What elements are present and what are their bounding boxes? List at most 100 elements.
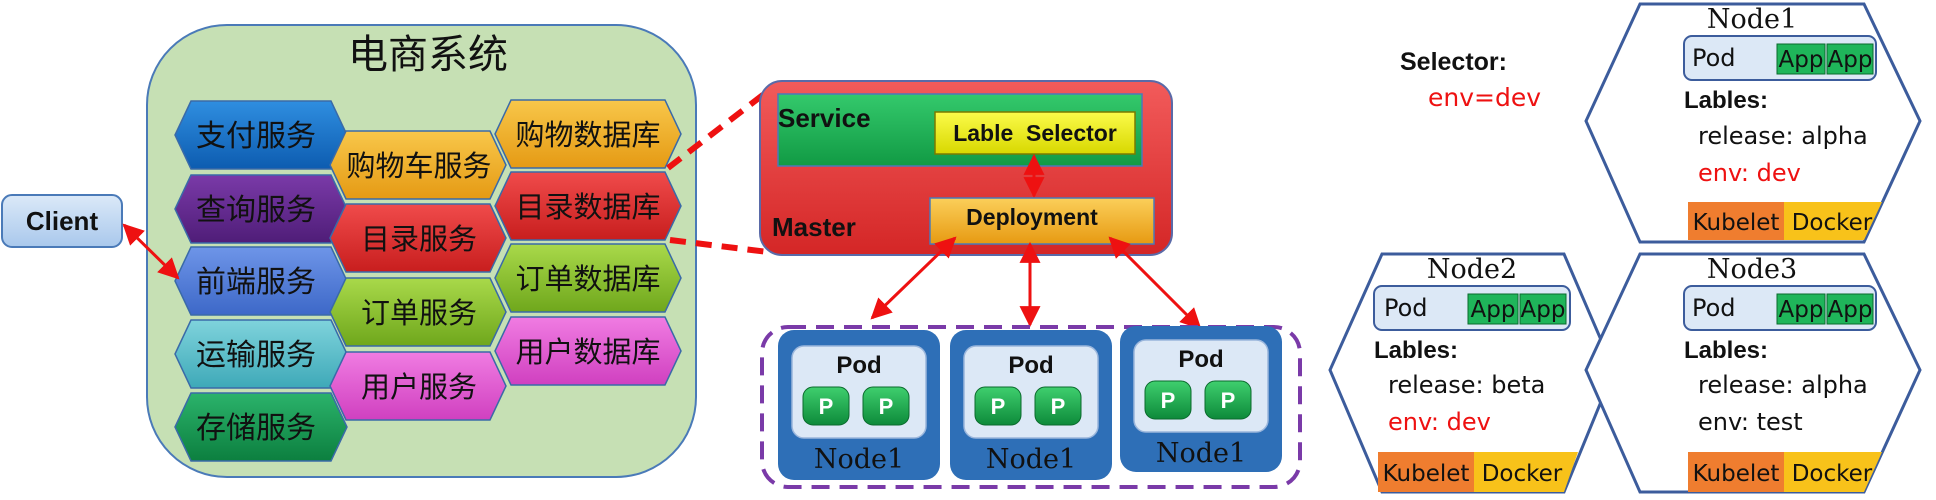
app-chip bbox=[1776, 43, 1826, 75]
service-label: 存储服务 bbox=[196, 411, 316, 446]
database-hex-order: 订单数据库 bbox=[494, 243, 682, 313]
env-label: env: dev bbox=[1388, 408, 1491, 436]
env-label: env: test bbox=[1698, 408, 1803, 436]
node-label: Node1 bbox=[1156, 438, 1246, 469]
app-chip-label: App bbox=[1828, 47, 1873, 73]
cluster-node-1: Pod P P Node1 bbox=[778, 330, 940, 480]
pod-label: Pod bbox=[1692, 294, 1736, 322]
p-chip bbox=[1144, 380, 1192, 420]
kubelet-box bbox=[1378, 452, 1474, 492]
database-label: 订单数据库 bbox=[515, 262, 660, 296]
kubelet-label: Kubelet bbox=[1383, 461, 1470, 487]
cluster-node-2: Pod P P Node1 bbox=[950, 330, 1112, 480]
deployment-label: Deployment bbox=[966, 204, 1098, 230]
docker-label: Docker bbox=[1792, 210, 1873, 236]
release-label: release: alpha bbox=[1698, 371, 1868, 399]
pod-label: Pod bbox=[836, 352, 881, 379]
kubelet-label: Kubelet bbox=[1693, 461, 1780, 487]
client-box bbox=[1, 194, 123, 248]
service-label: 购物车服务 bbox=[346, 149, 491, 183]
zoom-line-bottom bbox=[669, 237, 769, 255]
p-chip bbox=[802, 386, 850, 426]
label-selector-label: Lable Selector bbox=[953, 120, 1117, 146]
hex-node-title: Node3 bbox=[1707, 254, 1797, 285]
app-chip-label: App bbox=[1828, 297, 1873, 323]
env-label: env: dev bbox=[1698, 159, 1801, 187]
database-label: 用户数据库 bbox=[515, 335, 660, 369]
service-hex-catalog: 目录服务 bbox=[329, 203, 507, 273]
p-chip bbox=[974, 386, 1022, 426]
service-hex-storage: 存储服务 bbox=[174, 392, 348, 462]
service-label: 前端服务 bbox=[196, 265, 316, 300]
p-chip-label: P bbox=[991, 394, 1006, 419]
pod-label: Pod bbox=[1008, 352, 1053, 379]
release-label: release: alpha bbox=[1698, 122, 1868, 150]
hex-node-title: Node2 bbox=[1427, 254, 1517, 285]
docker-box bbox=[1474, 452, 1578, 492]
service-label: 运输服务 bbox=[196, 338, 316, 373]
database-hex-catalog: 目录数据库 bbox=[494, 171, 682, 241]
service-hex-pay: 支付服务 bbox=[174, 100, 348, 170]
database-hex-shopping: 购物数据库 bbox=[494, 99, 682, 169]
deployment-box bbox=[929, 197, 1155, 245]
p-chip bbox=[1034, 386, 1082, 426]
service-hex-cart: 购物车服务 bbox=[329, 130, 507, 200]
docker-label: Docker bbox=[1792, 461, 1873, 487]
service-hex-user: 用户服务 bbox=[329, 351, 507, 421]
hex-node-1: Node1 Pod App App Lables: release: alpha… bbox=[1584, 2, 1922, 244]
p-chip-label: P bbox=[1051, 394, 1066, 419]
app-chip-label: App bbox=[1521, 297, 1566, 323]
docker-box bbox=[1784, 452, 1882, 492]
ecommerce-title: 电商系统 bbox=[348, 32, 508, 78]
service-label: 查询服务 bbox=[196, 193, 316, 228]
deploy-arrow-node-a bbox=[870, 236, 957, 320]
selector-value: env=dev bbox=[1428, 83, 1541, 112]
kubelet-label: Kubelet bbox=[1693, 210, 1780, 236]
hex-node-3: Node3 Pod App App Lables: release: alpha… bbox=[1584, 252, 1922, 494]
app-chip bbox=[1826, 43, 1874, 75]
service-label: 用户服务 bbox=[361, 370, 477, 404]
hex-node-2: Node2 Pod App App Lables: release: beta … bbox=[1328, 252, 1616, 494]
docker-label: Docker bbox=[1482, 461, 1563, 487]
app-chip-label: App bbox=[1471, 297, 1516, 323]
service-hex-order: 订单服务 bbox=[329, 277, 507, 347]
node-label: Node1 bbox=[986, 444, 1076, 475]
service-label: 目录服务 bbox=[361, 222, 477, 256]
labels-title: Lables: bbox=[1684, 87, 1768, 114]
app-chip bbox=[1519, 293, 1567, 325]
database-hex-user: 用户数据库 bbox=[494, 316, 682, 386]
p-chip-label: P bbox=[819, 394, 834, 419]
database-label: 购物数据库 bbox=[515, 118, 660, 152]
hex-node-title: Node1 bbox=[1707, 4, 1797, 35]
label-selector-box bbox=[934, 111, 1136, 155]
p-chip-label: P bbox=[1221, 388, 1236, 413]
docker-box bbox=[1784, 202, 1882, 240]
service-hex-query: 查询服务 bbox=[174, 174, 348, 244]
client-label: Client bbox=[26, 206, 99, 236]
release-label: release: beta bbox=[1388, 371, 1545, 399]
app-chip bbox=[1826, 293, 1874, 325]
app-chip-label: App bbox=[1779, 297, 1824, 323]
client-frontend-arrow bbox=[122, 223, 180, 280]
app-chip bbox=[1467, 293, 1519, 325]
service-label: 支付服务 bbox=[196, 119, 316, 154]
cluster-node-3: Pod P P Node1 bbox=[1120, 326, 1282, 472]
selector-title: Selector: bbox=[1400, 48, 1507, 76]
service-label: Service bbox=[778, 103, 871, 133]
pod-label: Pod bbox=[1384, 294, 1428, 322]
app-chip bbox=[1776, 293, 1826, 325]
app-chip-label: App bbox=[1779, 47, 1824, 73]
labels-title: Lables: bbox=[1684, 337, 1768, 364]
p-chip bbox=[1204, 380, 1252, 420]
pod-label: Pod bbox=[1692, 44, 1736, 72]
labels-title: Lables: bbox=[1374, 337, 1458, 364]
node-label: Node1 bbox=[814, 444, 904, 475]
pod-label: Pod bbox=[1178, 346, 1223, 373]
zoom-line-top bbox=[666, 88, 770, 171]
kubelet-box bbox=[1688, 202, 1784, 240]
kubelet-box bbox=[1688, 452, 1784, 492]
service-label: 订单服务 bbox=[361, 296, 477, 330]
deploy-arrow-node-c bbox=[1108, 236, 1202, 330]
master-label: Master bbox=[772, 212, 856, 242]
